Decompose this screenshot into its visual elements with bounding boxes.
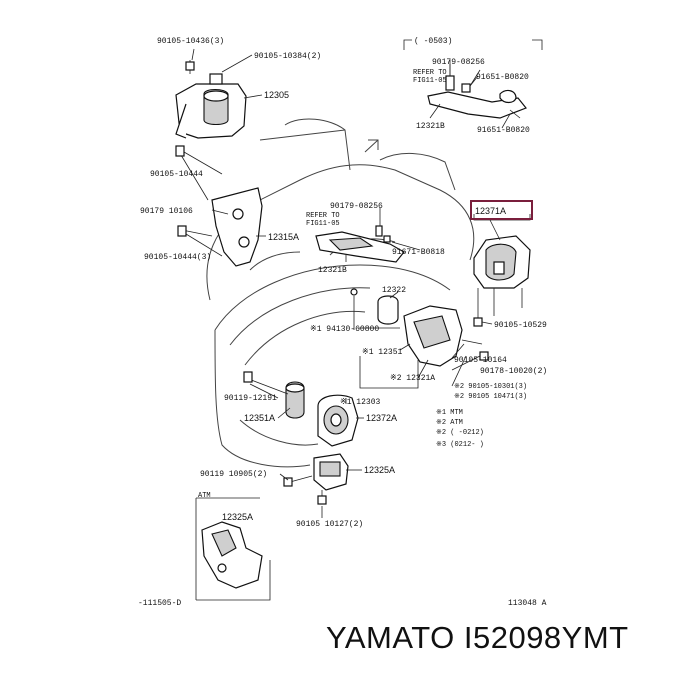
label-12325A-inset: 12325A [222,512,253,522]
label-90179-08256-top: 90179-08256 [432,58,485,67]
label-range-0503: ( -0503) [414,37,452,46]
label-12315A: 12315A [268,232,299,242]
part-12305-mount [175,60,247,139]
label-90105-10471: ※2 90105 10471(3) [454,393,527,401]
label-90105-10444-lower: 90105-10444(3) [144,253,211,262]
part-12371A-mount [473,235,531,327]
part-12315A-bracket [175,145,263,267]
label-90179-08256-mid: 90179-08256 [330,202,383,211]
part-labels: 90105-10436(3) 90105-10384(2) 12305 9010… [138,37,547,608]
label-12321B-top: 12321B [416,122,445,131]
label-refer-mid-2: FIG11-05 [306,220,340,228]
part-12325A-bracket [283,453,349,505]
part-12321B-bracket [315,225,405,263]
label-note-mtm: ※1 MTM [436,409,463,417]
label-note-range-2: ※3 (0212- ) [436,441,484,449]
label-atm-inset: ATM [198,492,211,500]
label-91651-B0820-bottom: 91651-B0820 [477,126,530,135]
label-90119-10905: 90119 10905(2) [200,470,267,479]
label-12351-upper: ※1 12351 [362,348,403,357]
label-12303: ※1 12303 [340,398,381,407]
label-refer-top-1: REFER TO [413,69,447,77]
label-note-atm: ※2 ATM [436,419,463,427]
part-bracket-group-0503 [403,39,543,119]
leader-lines [183,48,531,518]
label-94130-60800: ※1 94130-60800 [310,325,379,334]
part-12321A-bracket [350,288,489,367]
label-91671-B0818: 91671-B0818 [392,248,445,257]
part-12372A-mount [317,394,359,447]
label-12372A: 12372A [366,413,397,423]
part-12351A-bushing [243,371,305,419]
label-90105-10164: 90105-10164 [454,356,507,365]
label-90179-10106: 90179 10106 [140,207,193,216]
label-12321A: ※2 12321A [390,374,435,383]
label-12371A: 12371A [475,206,506,216]
label-90105-10529: 90105-10529 [494,321,547,330]
brand-part-number: YAMATO I52098YMT [326,620,629,655]
label-refer-top-2: FIG11-05 [413,77,447,85]
label-note-range-1: ※2 ( -0212) [436,429,484,437]
label-code-right: 113048 A [508,599,547,608]
atm-inset [195,497,271,601]
label-90105-10301: ※2 90105-10301(3) [454,383,527,391]
label-12305: 12305 [264,90,289,100]
label-code-left: -111505-D [138,599,181,608]
label-12325A-main: 12325A [364,465,395,475]
label-91651-B0820-top: 91651-B0820 [476,73,529,82]
label-refer-mid-1: REFER TO [306,212,340,220]
label-90119-12191: 90119-12191 [224,394,277,403]
label-90105-10127: 90105 10127(2) [296,520,363,529]
label-12321B-mid: 12321B [318,266,347,275]
label-12322: 12322 [382,286,406,295]
label-90105-10436: 90105-10436(3) [157,37,224,46]
label-90105-10384: 90105-10384(2) [254,52,321,61]
label-90178-10020: 90178-10020(2) [480,367,547,376]
label-12351A: 12351A [244,413,275,423]
label-90105-10444-upper: 90105-10444 [150,170,203,179]
highlight-box-12371A [470,200,533,220]
